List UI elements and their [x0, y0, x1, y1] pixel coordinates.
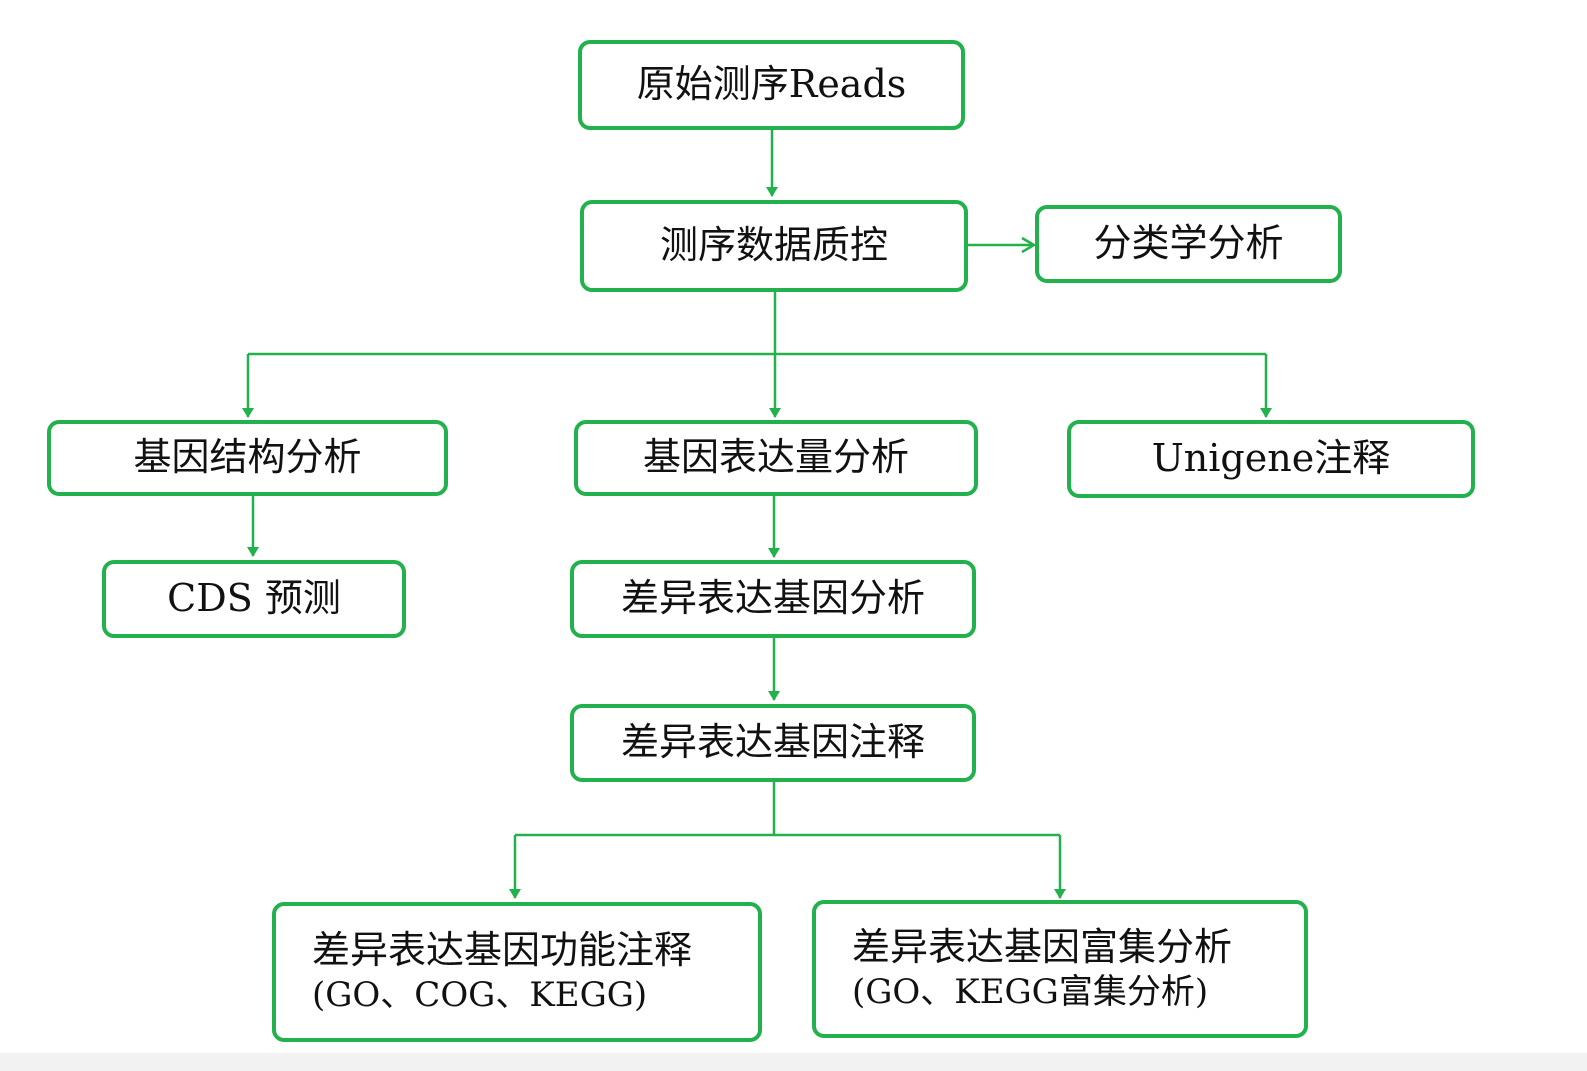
- bottom-strip: [0, 1053, 1587, 1071]
- cds-label: CDS 预测: [167, 576, 341, 621]
- deg-annotation-label: 差异表达基因注释: [620, 720, 925, 765]
- expression-label: 基因表达量分析: [642, 435, 909, 480]
- enrichment-line1: 差异表达基因富集分析: [852, 924, 1233, 969]
- deg-analysis-label: 差异表达基因分析: [620, 576, 925, 621]
- expression-node: 基因表达量分析: [574, 420, 978, 496]
- qc-node: 测序数据质控: [580, 200, 968, 292]
- function-annotation-line1: 差异表达基因功能注释: [312, 927, 693, 972]
- taxonomy-label: 分类学分析: [1093, 221, 1284, 266]
- raw-reads-node: 原始测序Reads: [578, 40, 965, 130]
- taxonomy-node: 分类学分析: [1035, 205, 1342, 283]
- deg-analysis-node: 差异表达基因分析: [570, 560, 976, 638]
- gene-structure-label: 基因结构分析: [133, 435, 362, 480]
- unigene-label: Unigene注释: [1151, 436, 1391, 481]
- raw-reads-label: 原始测序Reads: [636, 62, 907, 107]
- unigene-node: Unigene注释: [1067, 420, 1475, 498]
- gene-structure-node: 基因结构分析: [47, 420, 448, 496]
- enrichment-node: 差异表达基因富集分析 (GO、KEGG富集分析): [812, 900, 1308, 1038]
- deg-annotation-node: 差异表达基因注释: [570, 704, 976, 782]
- qc-label: 测序数据质控: [659, 223, 888, 268]
- function-annotation-node: 差异表达基因功能注释 (GO、COG、KEGG): [272, 902, 762, 1042]
- enrichment-line2: (GO、KEGG富集分析): [852, 972, 1209, 1013]
- cds-node: CDS 预测: [102, 560, 406, 638]
- function-annotation-line2: (GO、COG、KEGG): [312, 975, 648, 1016]
